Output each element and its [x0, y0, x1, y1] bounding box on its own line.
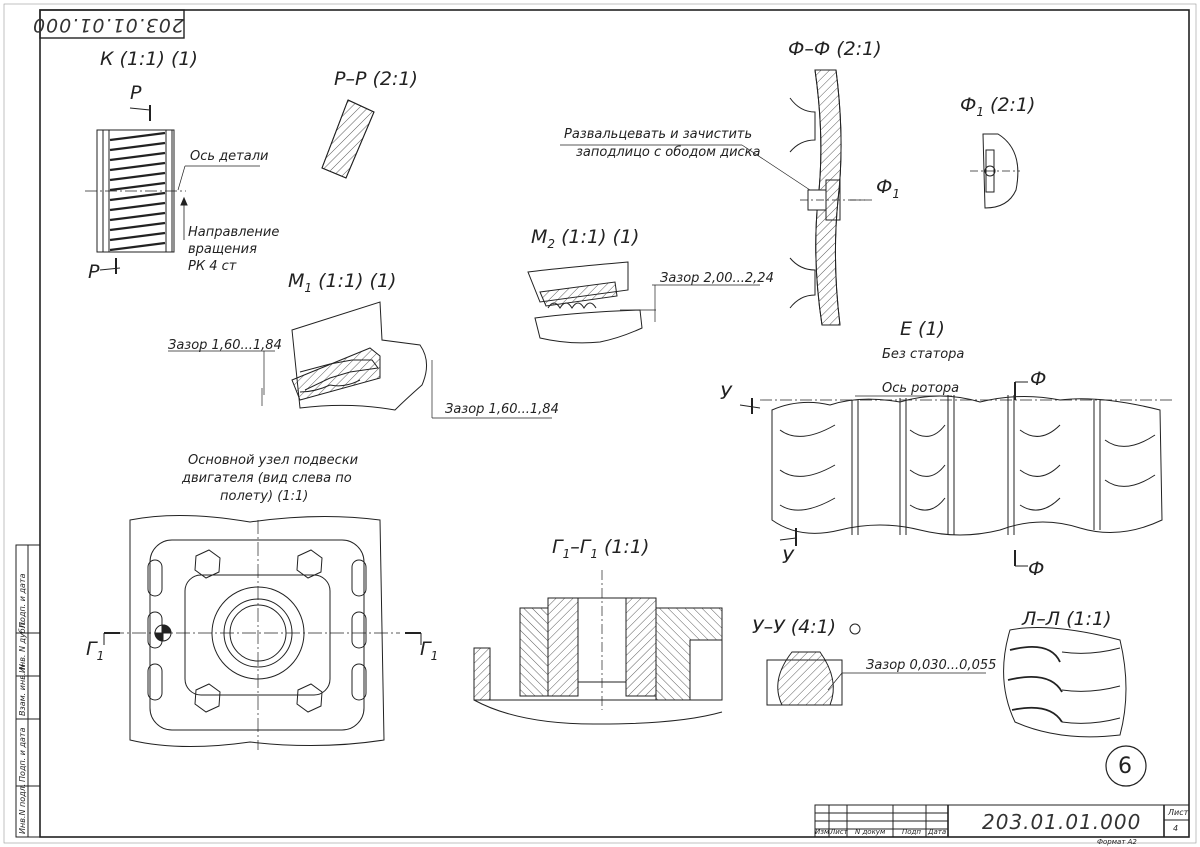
rotated-code-box	[39, 9, 185, 39]
view-e-cut-y-top: У	[720, 382, 732, 404]
view-e-drawing	[739, 381, 1175, 567]
view-ff-marker: Ф1	[876, 176, 900, 201]
view-g1-title: Г1–Г1 (1:1)	[552, 536, 650, 561]
view-e-axis: Ось ротора	[882, 381, 960, 396]
format-label: Формат А2	[1097, 838, 1137, 846]
view-k-axis: Ось детали	[190, 149, 269, 164]
mount-drawing	[103, 514, 422, 750]
view-ff-note-2: заподлицо с ободом диска	[576, 145, 761, 160]
sheet-number: 4	[1173, 824, 1179, 833]
sheet-label: Лист	[1168, 808, 1189, 817]
view-e-cut-f-bottom: Ф	[1028, 558, 1045, 580]
view-m1-gap-right: Зазор 1,60...1,84	[445, 402, 559, 417]
outer-frame	[3, 3, 1197, 844]
view-m1-gap-left: Зазор 1,60...1,84	[168, 338, 282, 353]
view-e-title: Е (1)	[900, 318, 945, 340]
view-pp-title: Р–Р (2:1)	[334, 68, 418, 90]
view-m2-gap: Зазор 2,00...2,24	[660, 271, 774, 286]
view-m1-title: М1 (1:1) (1)	[288, 270, 397, 295]
mount-cut-left: Г1	[86, 638, 105, 663]
view-m2-title: М2 (1:1) (1)	[531, 226, 640, 251]
view-ff-title: Ф–Ф (2:1)	[788, 38, 882, 60]
view-e-subtitle: Без статора	[882, 347, 965, 362]
view-k-drawing	[85, 105, 260, 274]
view-f1-title: Ф1 (2:1)	[960, 94, 1036, 119]
view-k-cut-bottom: Р	[88, 261, 100, 283]
tb-col-date: Дата	[928, 828, 947, 836]
tb-col-list: Лист	[830, 828, 848, 836]
tb-col-izm: Изм	[815, 828, 830, 836]
view-k-rotation-3: РК 4 ст	[188, 259, 237, 274]
mount-cut-right: Г1	[420, 638, 439, 663]
view-k-rotation-2: вращения	[188, 242, 257, 257]
mount-title-3: полету) (1:1)	[220, 489, 309, 504]
view-m2-drawing	[527, 261, 760, 344]
side-stamp-1: Инв.N подл.	[18, 783, 27, 834]
view-ff-drawing	[560, 69, 872, 326]
tb-col-doc: N докум	[855, 828, 886, 836]
page-number: 6	[1118, 754, 1132, 779]
view-yy-drawing	[766, 623, 986, 706]
view-yy-gap: Зазор 0,030...0,055	[866, 658, 997, 673]
view-m1-drawing	[168, 301, 552, 419]
view-ll-drawing	[1003, 627, 1127, 738]
view-e-cut-f-top: Ф	[1030, 368, 1047, 390]
view-k-cut-top: Р	[130, 82, 142, 104]
view-ff-note-1: Развальцевать и зачистить	[564, 127, 753, 142]
document-code: 203.01.01.000	[982, 810, 1142, 834]
view-ll-title: Л–Л (1:1)	[1022, 608, 1112, 630]
mount-title-2: двигателя (вид слева по	[182, 471, 352, 486]
side-stamp-5: Подп. и дата	[18, 573, 27, 629]
title-block	[814, 804, 1190, 838]
mount-title-1: Основной узел подвески	[188, 453, 359, 468]
view-g1-drawing	[473, 570, 723, 725]
view-e-cut-y-bottom: У	[782, 546, 794, 568]
page-number-circle	[1105, 745, 1147, 787]
view-k-rotation-1: Направление	[188, 225, 280, 240]
view-pp-drawing	[321, 99, 375, 179]
inner-frame	[39, 9, 1190, 838]
side-stamp-4: Инв. N дубл.	[18, 620, 27, 673]
side-stamp-2: Подп. и дата	[18, 727, 27, 783]
view-yy-title: У–У (4:1)	[752, 616, 837, 638]
view-f1-drawing	[970, 133, 1020, 209]
tb-col-sign: Подп	[902, 828, 921, 836]
side-stamp-column	[15, 544, 41, 838]
view-k-title: К (1:1) (1)	[100, 48, 198, 70]
rotated-code: 203.01.01.000	[31, 14, 184, 36]
